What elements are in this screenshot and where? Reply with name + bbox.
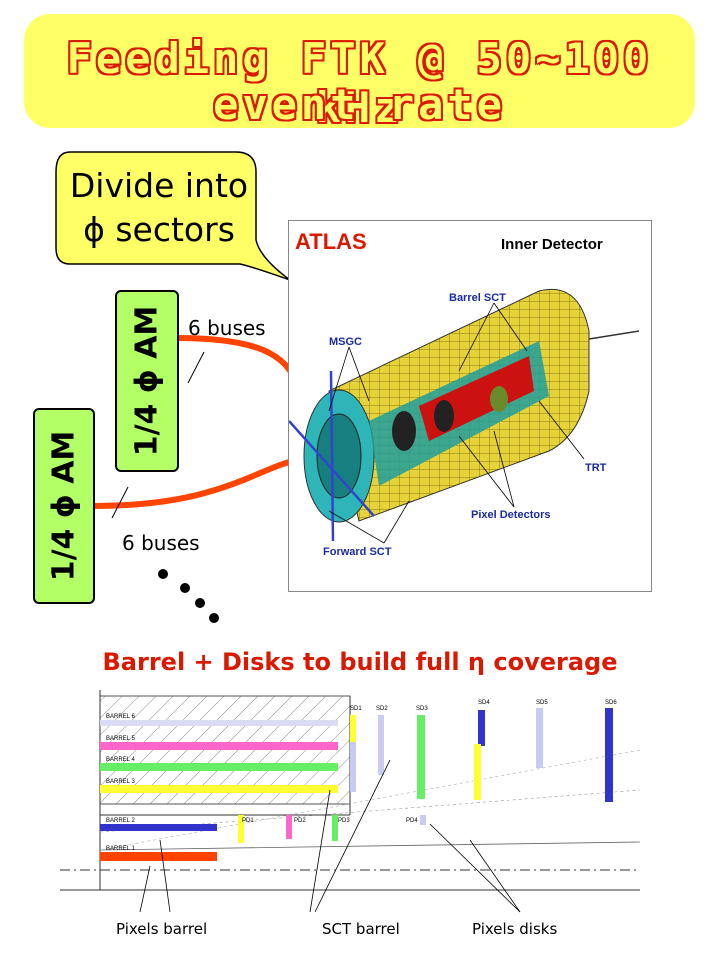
callout-line-1: Divide into [69, 166, 249, 205]
title-line-1: Feeding FTK @ 50~100 kHz [66, 34, 653, 132]
barrel-5-bar [100, 742, 338, 750]
atlas-figure-drawing: ATLAS Inner Detector Barrel SCT MSGC TRT… [288, 229, 640, 558]
label-pixel-detectors: Pixel Detectors [471, 509, 550, 521]
label-msgc: MSGC [329, 336, 362, 348]
title-banner: Feeding FTK @ 50~100 kHz event rate [24, 14, 695, 132]
atlas-title: Inner Detector [501, 236, 603, 253]
barrel-4-bar [100, 763, 338, 771]
disk-label-sd1: SD1 [350, 706, 362, 712]
pixel-barrel-1-bar [100, 852, 217, 861]
pixel-barrel-2-bar [100, 824, 217, 831]
legend-pixels-disks: Pixels disks [472, 920, 558, 938]
disk-label-sd4: SD4 [478, 700, 490, 706]
legend-pixels-barrel: Pixels barrel [116, 920, 208, 938]
disk-label-pd1: PD1 [242, 818, 254, 824]
barrel-6-bar [100, 720, 338, 726]
barrel-label-5: BARREL 5 [106, 736, 135, 742]
ellipsis-dots [158, 569, 219, 623]
phi-line-diagonal [288, 420, 375, 517]
disk-label-sd6: SD6 [605, 700, 617, 706]
label-barrel-sct: Barrel SCT [449, 292, 506, 304]
legend-sct-barrel: SCT barrel [322, 920, 400, 938]
upper-bus-tick [187, 351, 205, 384]
barrel-label-3: BARREL 3 [106, 779, 135, 785]
barrel-3-bar [100, 785, 338, 793]
phi-line-vertical [329, 370, 335, 542]
coverage-title: Barrel + Disks to build full η coverage [102, 648, 618, 676]
barrel-label-6: BARREL 6 [106, 714, 135, 720]
barrel-label-2: BARREL 2 [106, 818, 135, 824]
buses-upper-label: 6 buses [188, 316, 266, 340]
callout: Divide into ϕ sectors [56, 154, 262, 266]
label-forward-sct: Forward SCT [323, 546, 392, 558]
buses-lower-label: 6 buses [122, 531, 200, 555]
am-unit-lower: 1/4 ϕ AM [33, 408, 95, 604]
atlas-brand: ATLAS [295, 229, 367, 254]
disk-label-pd2: PD2 [294, 818, 306, 824]
am-unit-lower-label: 1/4 ϕ AM [46, 430, 82, 582]
title-line-2: event rate [213, 80, 506, 129]
disk-label-sd2: SD2 [376, 706, 388, 712]
callout-line-2: ϕ sectors [83, 210, 235, 249]
disk-label-pd3: PD3 [338, 818, 350, 824]
callout-bubble [55, 151, 291, 281]
disk-label-sd3: SD3 [416, 706, 428, 712]
label-trt: TRT [585, 462, 607, 474]
layout-diagram: SD1 SD2 SD3 SD4 SD5 SD6 PD1 PD2 PD3 PD4 … [60, 690, 641, 915]
am-unit-upper: 1/4 ϕ AM [115, 290, 179, 472]
disk-label-pd4: PD4 [406, 818, 418, 824]
disk-label-sd5: SD5 [536, 700, 548, 706]
lower-bus-tick [111, 486, 129, 519]
am-unit-upper-label: 1/4 ϕ AM [129, 305, 165, 457]
barrel-label-1: BARREL 1 [106, 846, 135, 852]
layout-drawing: SD1 SD2 SD3 SD4 SD5 SD6 PD1 PD2 PD3 PD4 … [60, 690, 641, 913]
atlas-figure: ATLAS Inner Detector Barrel SCT MSGC TRT… [288, 220, 652, 592]
barrel-label-4: BARREL 4 [106, 757, 135, 763]
